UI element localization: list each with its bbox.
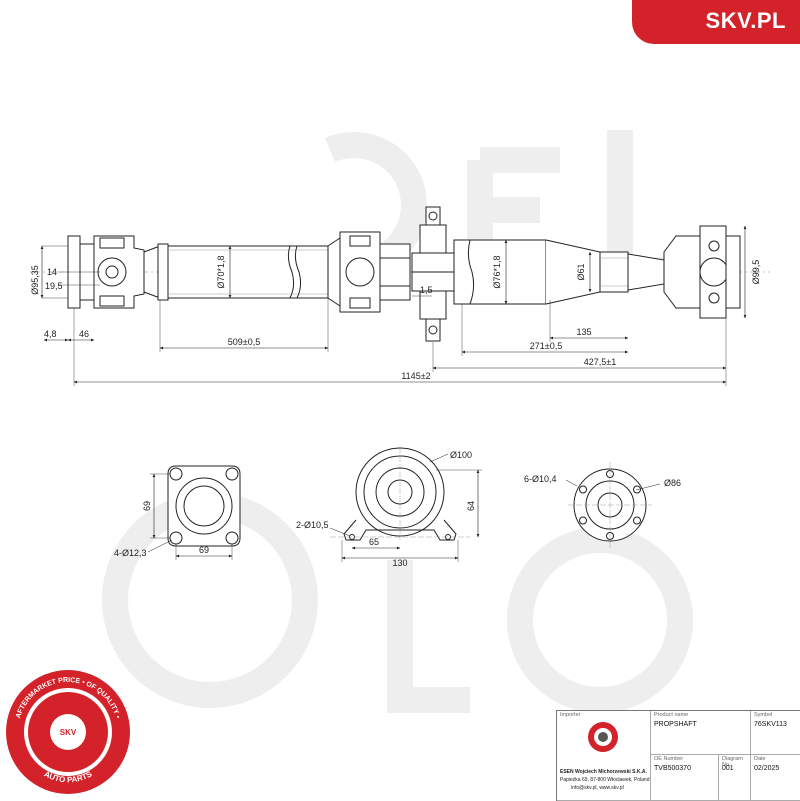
importer-name: ESEN Wojciech Michorzewski S.K.A. bbox=[560, 769, 647, 775]
dim-d99: Ø99,5 bbox=[751, 260, 761, 285]
oe-label: OE Number bbox=[654, 756, 684, 762]
importer-contact: info@skv.pl, www.skv.pl bbox=[571, 785, 624, 791]
oe-value: TVB500370 bbox=[654, 765, 691, 772]
quality-seal-logo: SKV AFTERMARKET PRICE • OF QUALITY • AUT… bbox=[6, 670, 130, 794]
product-name-value: PROPSHAFT bbox=[654, 721, 697, 728]
symbol-value: 76SKV113 bbox=[754, 721, 787, 728]
dim-flange-h69: 69 bbox=[142, 501, 152, 511]
dim-14: 14 bbox=[47, 267, 57, 277]
product-name-cell: Product name PROPSHAFT bbox=[651, 711, 751, 755]
date-cell: Date 02/2025 bbox=[751, 755, 800, 801]
oe-number-cell: OE Number TVB500370 bbox=[651, 755, 719, 801]
dim-bearing-holes: 2-Ø10,5 bbox=[296, 520, 329, 530]
dim-round-d86: Ø86 bbox=[664, 478, 681, 488]
dim-bearing-w130: 130 bbox=[392, 558, 407, 568]
diagram-value: 001 bbox=[722, 765, 734, 772]
product-name-label: Product name bbox=[654, 712, 689, 718]
dim-271: 271±0,5 bbox=[530, 341, 562, 351]
importer-cell: Importer ESEN Wojciech Michorzewski S.K.… bbox=[557, 711, 651, 801]
dim-bearing-d100: Ø100 bbox=[450, 450, 472, 460]
shaft-dimension-labels: Ø95,35 14 19,5 4,8 46 509±0,5 Ø70*1,8 Ø7… bbox=[30, 255, 761, 381]
watermark bbox=[102, 130, 700, 713]
symbol-label: Symbol bbox=[754, 712, 773, 718]
diagram-label: Diagram No. bbox=[722, 756, 743, 768]
importer-address: Papieżka 69, 87-800 Włocławek, Poland bbox=[560, 777, 650, 783]
title-block: Importer ESEN Wojciech Michorzewski S.K.… bbox=[556, 710, 800, 801]
brand-tab: SKV.PL bbox=[632, 0, 800, 44]
dim-flange-diameter: Ø95,35 bbox=[30, 265, 40, 295]
dim-509: 509±0,5 bbox=[228, 337, 260, 347]
dim-d61: Ø61 bbox=[576, 263, 586, 280]
gear-logo-icon bbox=[588, 722, 618, 752]
dim-bearing-w65: 65 bbox=[369, 537, 379, 547]
dim-427-5: 427,5±1 bbox=[584, 357, 616, 367]
dim-1-5: 1,5 bbox=[420, 285, 433, 295]
dim-1145: 1145±2 bbox=[401, 371, 430, 381]
date-value: 02/2025 bbox=[754, 765, 780, 772]
round-flange-view bbox=[565, 462, 661, 548]
dim-19-5: 19,5 bbox=[45, 281, 63, 291]
brand-logo-text: SKV.PL bbox=[705, 8, 786, 33]
dim-flange-holes: 4-Ø12,3 bbox=[114, 548, 147, 558]
dim-round-holes: 6-Ø10,4 bbox=[524, 474, 557, 484]
symbol-cell: Symbol 76SKV113 bbox=[751, 711, 800, 755]
center-bearing-view bbox=[329, 447, 482, 562]
dim-46: 46 bbox=[79, 329, 89, 339]
dim-flange-w69: 69 bbox=[199, 545, 209, 555]
square-flange-view bbox=[147, 465, 241, 560]
shaft-dimensions bbox=[40, 225, 747, 386]
dim-tube1: Ø70*1,8 bbox=[216, 255, 226, 288]
seal-center-text: SKV bbox=[60, 728, 77, 737]
importer-label: Importer bbox=[560, 712, 581, 718]
dim-tube2: Ø76*1,8 bbox=[492, 255, 502, 288]
diagram-no-cell: Diagram No. 001 bbox=[719, 755, 751, 801]
dim-4-8: 4,8 bbox=[44, 329, 57, 339]
dim-bearing-h64: 64 bbox=[466, 501, 476, 511]
date-label: Date bbox=[754, 756, 766, 762]
dim-135: 135 bbox=[576, 327, 591, 337]
